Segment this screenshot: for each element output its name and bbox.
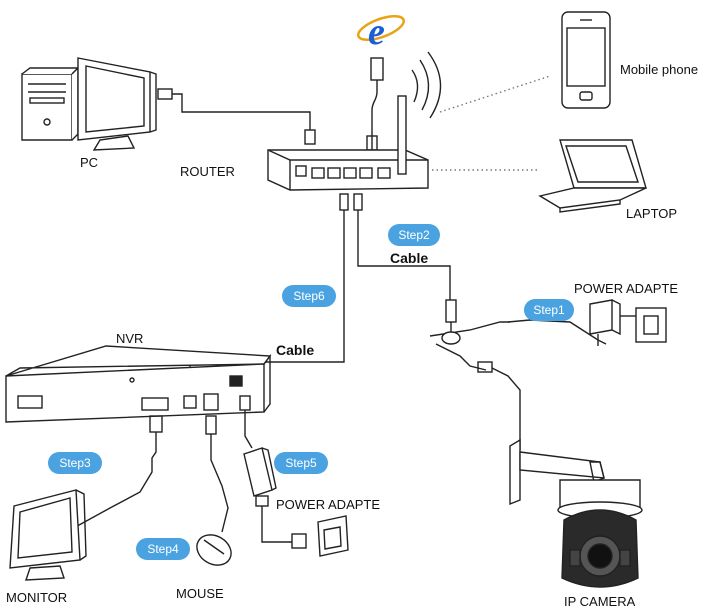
pc-tower-icon [21,66,80,141]
monitor-cable [69,415,163,531]
camera-power-adapter-icon [589,299,667,346]
mobile-phone-label: Mobile phone [620,62,699,77]
monitor-icon [9,489,87,581]
pc-cable-icon [157,88,316,145]
nvr-icon [5,345,272,423]
mouse-cable [205,415,229,533]
router-icon [267,95,429,191]
laptop-icon [538,139,647,213]
pc-label: PC [80,155,99,170]
step4-badge: Step4 [136,538,190,560]
monitor-label: MONITOR [6,590,68,605]
step2-badge: Step2 [388,224,440,246]
pc-monitor-icon [77,57,157,151]
step6-badge: Step6 [282,285,336,307]
router-camera-cable-label: Cable [390,250,429,266]
laptop-label: LAPTOP [626,206,678,221]
wireless-links [432,75,551,171]
router-camera-cable [353,193,607,450]
router-label: ROUTER [180,164,235,179]
nvr-power-cable [244,410,292,543]
camera-power-adapter-label: POWER ADAPTE [574,281,679,296]
ie-logo-letter: e [368,11,385,53]
nvr-power-adapter-icon [243,447,349,557]
internet-explorer-icon [356,14,406,42]
internet-cable-icon [366,57,384,151]
wifi-signal-icon [411,51,442,119]
step5-badge: Step5 [274,452,328,474]
mouse-label: MOUSE [176,586,224,601]
step3-badge: Step3 [48,452,102,474]
mouse-icon [196,534,232,566]
mobile-phone-icon [561,11,611,109]
step1-badge: Step1 [524,299,574,321]
router-nvr-cable-label: Cable [276,342,315,358]
ip-camera-icon [509,438,643,588]
ip-camera-label: IP CAMERA [564,594,636,608]
nvr-power-adapter-label: POWER ADAPTE [276,497,381,512]
nvr-label: NVR [116,331,144,346]
